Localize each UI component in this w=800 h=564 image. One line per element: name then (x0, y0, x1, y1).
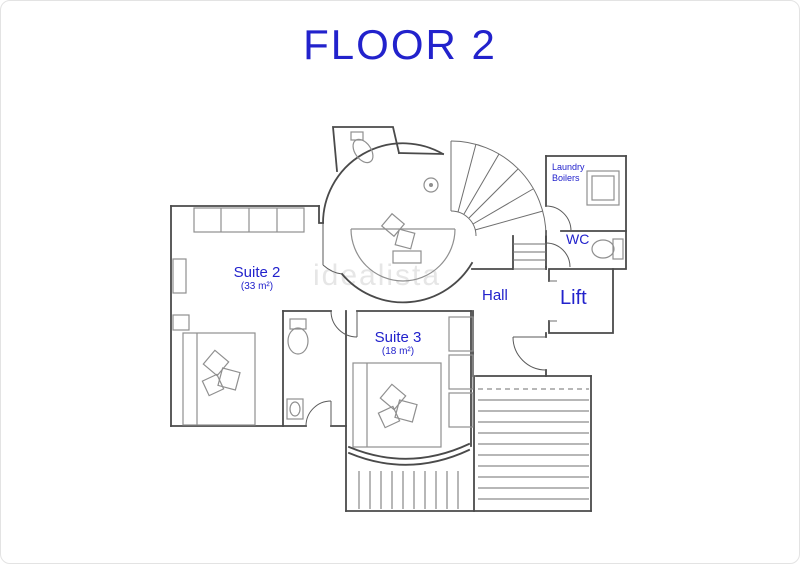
wardrobe-suite2 (193, 207, 305, 233)
lower-staircase (358, 471, 459, 509)
room-label-wc: WC (566, 231, 590, 247)
room-label-laundry: Laundry Boilers (552, 162, 585, 184)
laundry-line1: Laundry (552, 162, 585, 172)
doors (305, 205, 572, 427)
room-label-lift: Lift (560, 287, 587, 309)
laundry-line2: Boilers (552, 173, 580, 183)
room-label-suite3: Suite 3 (18 m²) (348, 329, 448, 358)
spiral-staircase (450, 140, 547, 270)
landing-fixture (350, 131, 374, 164)
suite3-name: Suite 3 (374, 329, 422, 346)
room-label-hall: Hall (482, 287, 508, 304)
suite2-bed (182, 332, 256, 426)
suite2-name: Suite 2 (233, 264, 281, 281)
walls (170, 126, 627, 512)
wardrobe-suite3 (448, 316, 474, 428)
wc-toilet (591, 238, 624, 260)
page-title: FLOOR 2 (303, 21, 497, 68)
bathroom-fixtures (286, 318, 309, 420)
main-staircase (478, 388, 589, 500)
suite2-furniture (172, 258, 190, 331)
boiler-unit (586, 170, 620, 206)
suite2-area: (33 m²) (240, 281, 274, 293)
room-label-suite2: Suite 2 (33 m²) (207, 264, 307, 293)
suite3-area: (18 m²) (381, 346, 415, 358)
watermark: idealista (313, 259, 442, 292)
suite3-bed (352, 362, 442, 448)
hall-furniture (350, 177, 456, 282)
